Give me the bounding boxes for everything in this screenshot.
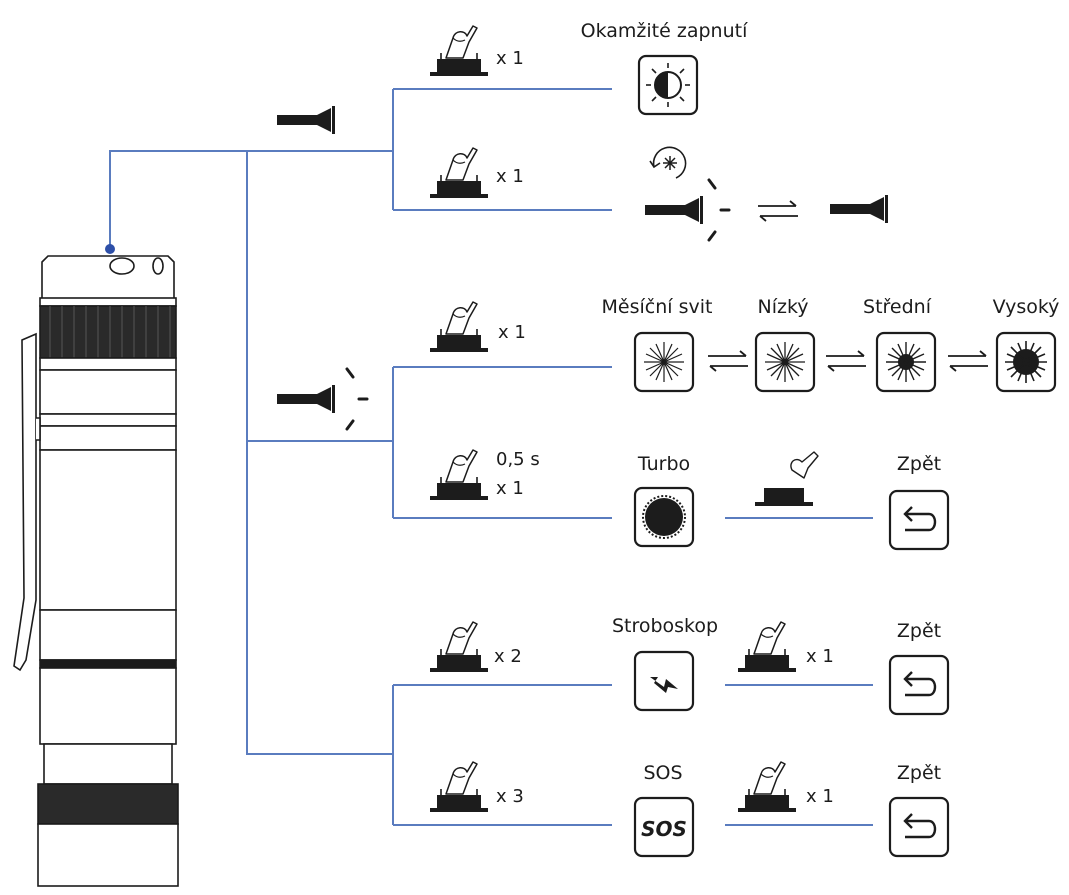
double-arrow-icon [947, 350, 989, 372]
finger-press-button-icon [429, 761, 489, 813]
high-level-icon [995, 331, 1057, 393]
turbo-icon [633, 486, 695, 548]
level-low-label: Nízký [757, 296, 809, 318]
double-arrow-icon [825, 350, 867, 372]
instant-on-label: Okamžité zapnutí [580, 20, 748, 42]
strobe-label: Stroboskop [611, 615, 719, 637]
finger-press-button-icon [429, 621, 489, 673]
return-arrow-icon [890, 656, 948, 714]
low-level-icon [754, 331, 816, 393]
return-arrow-icon [890, 491, 948, 549]
strobe-icon [633, 650, 695, 712]
finger-press-button-icon [429, 25, 489, 77]
strobe-back-label: Zpět [896, 620, 942, 642]
double-arrow-icon [757, 200, 799, 222]
sos-icon-text: SOS [641, 817, 687, 841]
moonlight-level-icon [633, 331, 695, 393]
level-medium-label: Střední [863, 296, 931, 318]
medium-level-icon [875, 331, 937, 393]
press-count-turbo: x 1 [496, 478, 524, 499]
press-count-instant: x 1 [496, 48, 524, 69]
hold-duration-turbo: 0,5 s [496, 449, 540, 470]
flashlight-icon [830, 195, 888, 223]
finger-release-button-icon [755, 451, 819, 506]
flashlight-body [13, 255, 179, 887]
finger-press-button-icon [737, 621, 797, 673]
press-count-strobe: x 2 [494, 646, 522, 667]
level-high-label: Vysoký [992, 296, 1060, 318]
switch-dot [105, 244, 115, 254]
strobe-exit-count: x 1 [806, 646, 834, 667]
press-count-sos: x 3 [496, 786, 524, 807]
level-moonlight-label: Měsíční svit [601, 296, 713, 318]
finger-press-button-icon [429, 301, 489, 353]
connector-lines [109, 88, 873, 826]
return-arrow-icon [890, 798, 948, 856]
sos-back-label: Zpět [896, 762, 942, 784]
finger-press-button-icon [429, 147, 489, 199]
finger-press-button-icon [737, 761, 797, 813]
press-count-brightness: x 1 [498, 322, 526, 343]
turbo-label: Turbo [637, 453, 691, 475]
sos-label: SOS [643, 762, 683, 784]
press-count-toggle: x 1 [496, 166, 524, 187]
instant-on-icon [637, 54, 699, 116]
sos-exit-count: x 1 [806, 786, 834, 807]
flashlight-on-icon [277, 367, 369, 431]
rotate-bezel-icon [649, 146, 687, 179]
flashlight-on-icon [645, 178, 731, 242]
flashlight-icon [277, 106, 335, 134]
finger-press-button-icon [429, 449, 489, 501]
turbo-back-label: Zpět [896, 453, 942, 475]
double-arrow-icon [707, 350, 749, 372]
